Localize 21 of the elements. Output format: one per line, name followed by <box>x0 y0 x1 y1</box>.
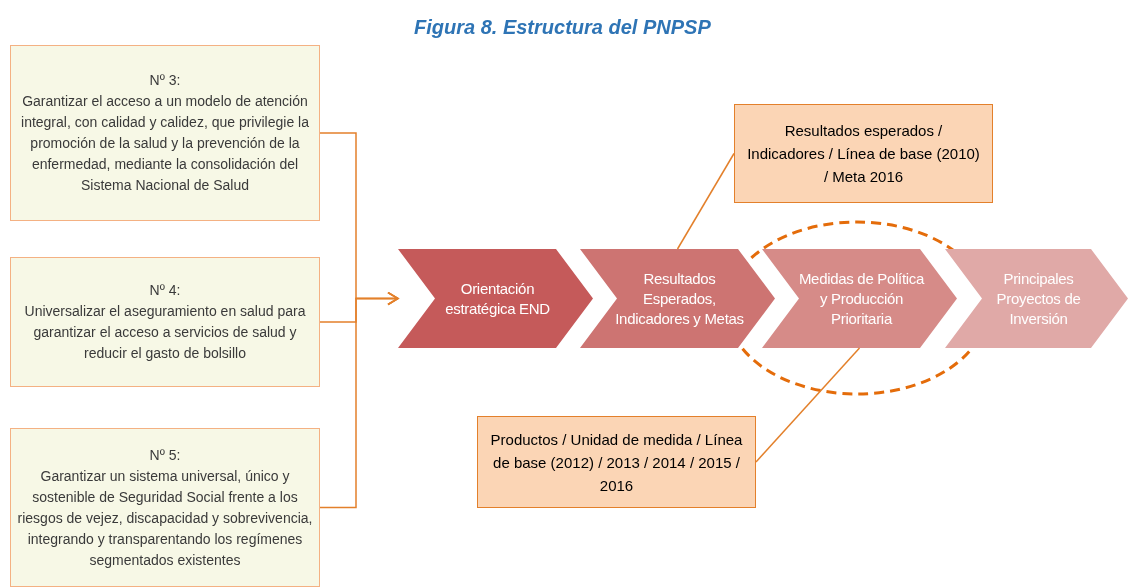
connector-arrow <box>319 291 399 509</box>
objective-box <box>10 45 320 221</box>
objective-text: Garantizar el acceso a un modelo de atención integral, con calidad y calidez, que privilegie la promoción de la salud y la prevención de la enfermedad, mediante la consolidación del Sistema Nacional de Salud <box>20 92 310 195</box>
chevron-label: Resultados Esperados, Indicadores y Metas <box>614 268 745 329</box>
callout-text: Productos / Unidad de medida / Línea de base (2012) / 2013 / 2014 / 2015 / 2016 <box>490 429 743 496</box>
chevron-label: Medidas de Política y Producción Prioritaria <box>797 268 926 329</box>
chevron-label: Orientación estratégica END <box>444 278 551 319</box>
callout-text: Resultados esperados / Indicadores / Línea de base (2010) / Meta 2016 <box>747 121 980 187</box>
objective-number: Nº 5: <box>149 445 181 465</box>
objective-text: Universalizar el aseguramiento en salud para garantizar el acceso a servicios de salud y reducir el gasto de bolsillo <box>23 302 307 363</box>
figure-title: Figura 8. Estructura del PNPSP <box>414 15 711 40</box>
callout-box <box>477 416 756 508</box>
callout-box <box>734 104 993 203</box>
objective-number: Nº 4: <box>149 281 181 300</box>
leader-line <box>755 347 861 463</box>
objective-text: Garantizar un sistema universal, único y sostenible de Seguridad Social frente a los riesgos de vejez, discapacidad y sobrevivencia, integrando y transparentando los regímenes segmentados existentes <box>16 466 314 570</box>
leader-line <box>676 152 735 250</box>
objective-box <box>10 257 320 387</box>
objective-number: Nº 3: <box>149 71 181 90</box>
chevron-label: Principales Proyectos de Inversión <box>995 268 1082 329</box>
objective-box <box>10 428 320 587</box>
